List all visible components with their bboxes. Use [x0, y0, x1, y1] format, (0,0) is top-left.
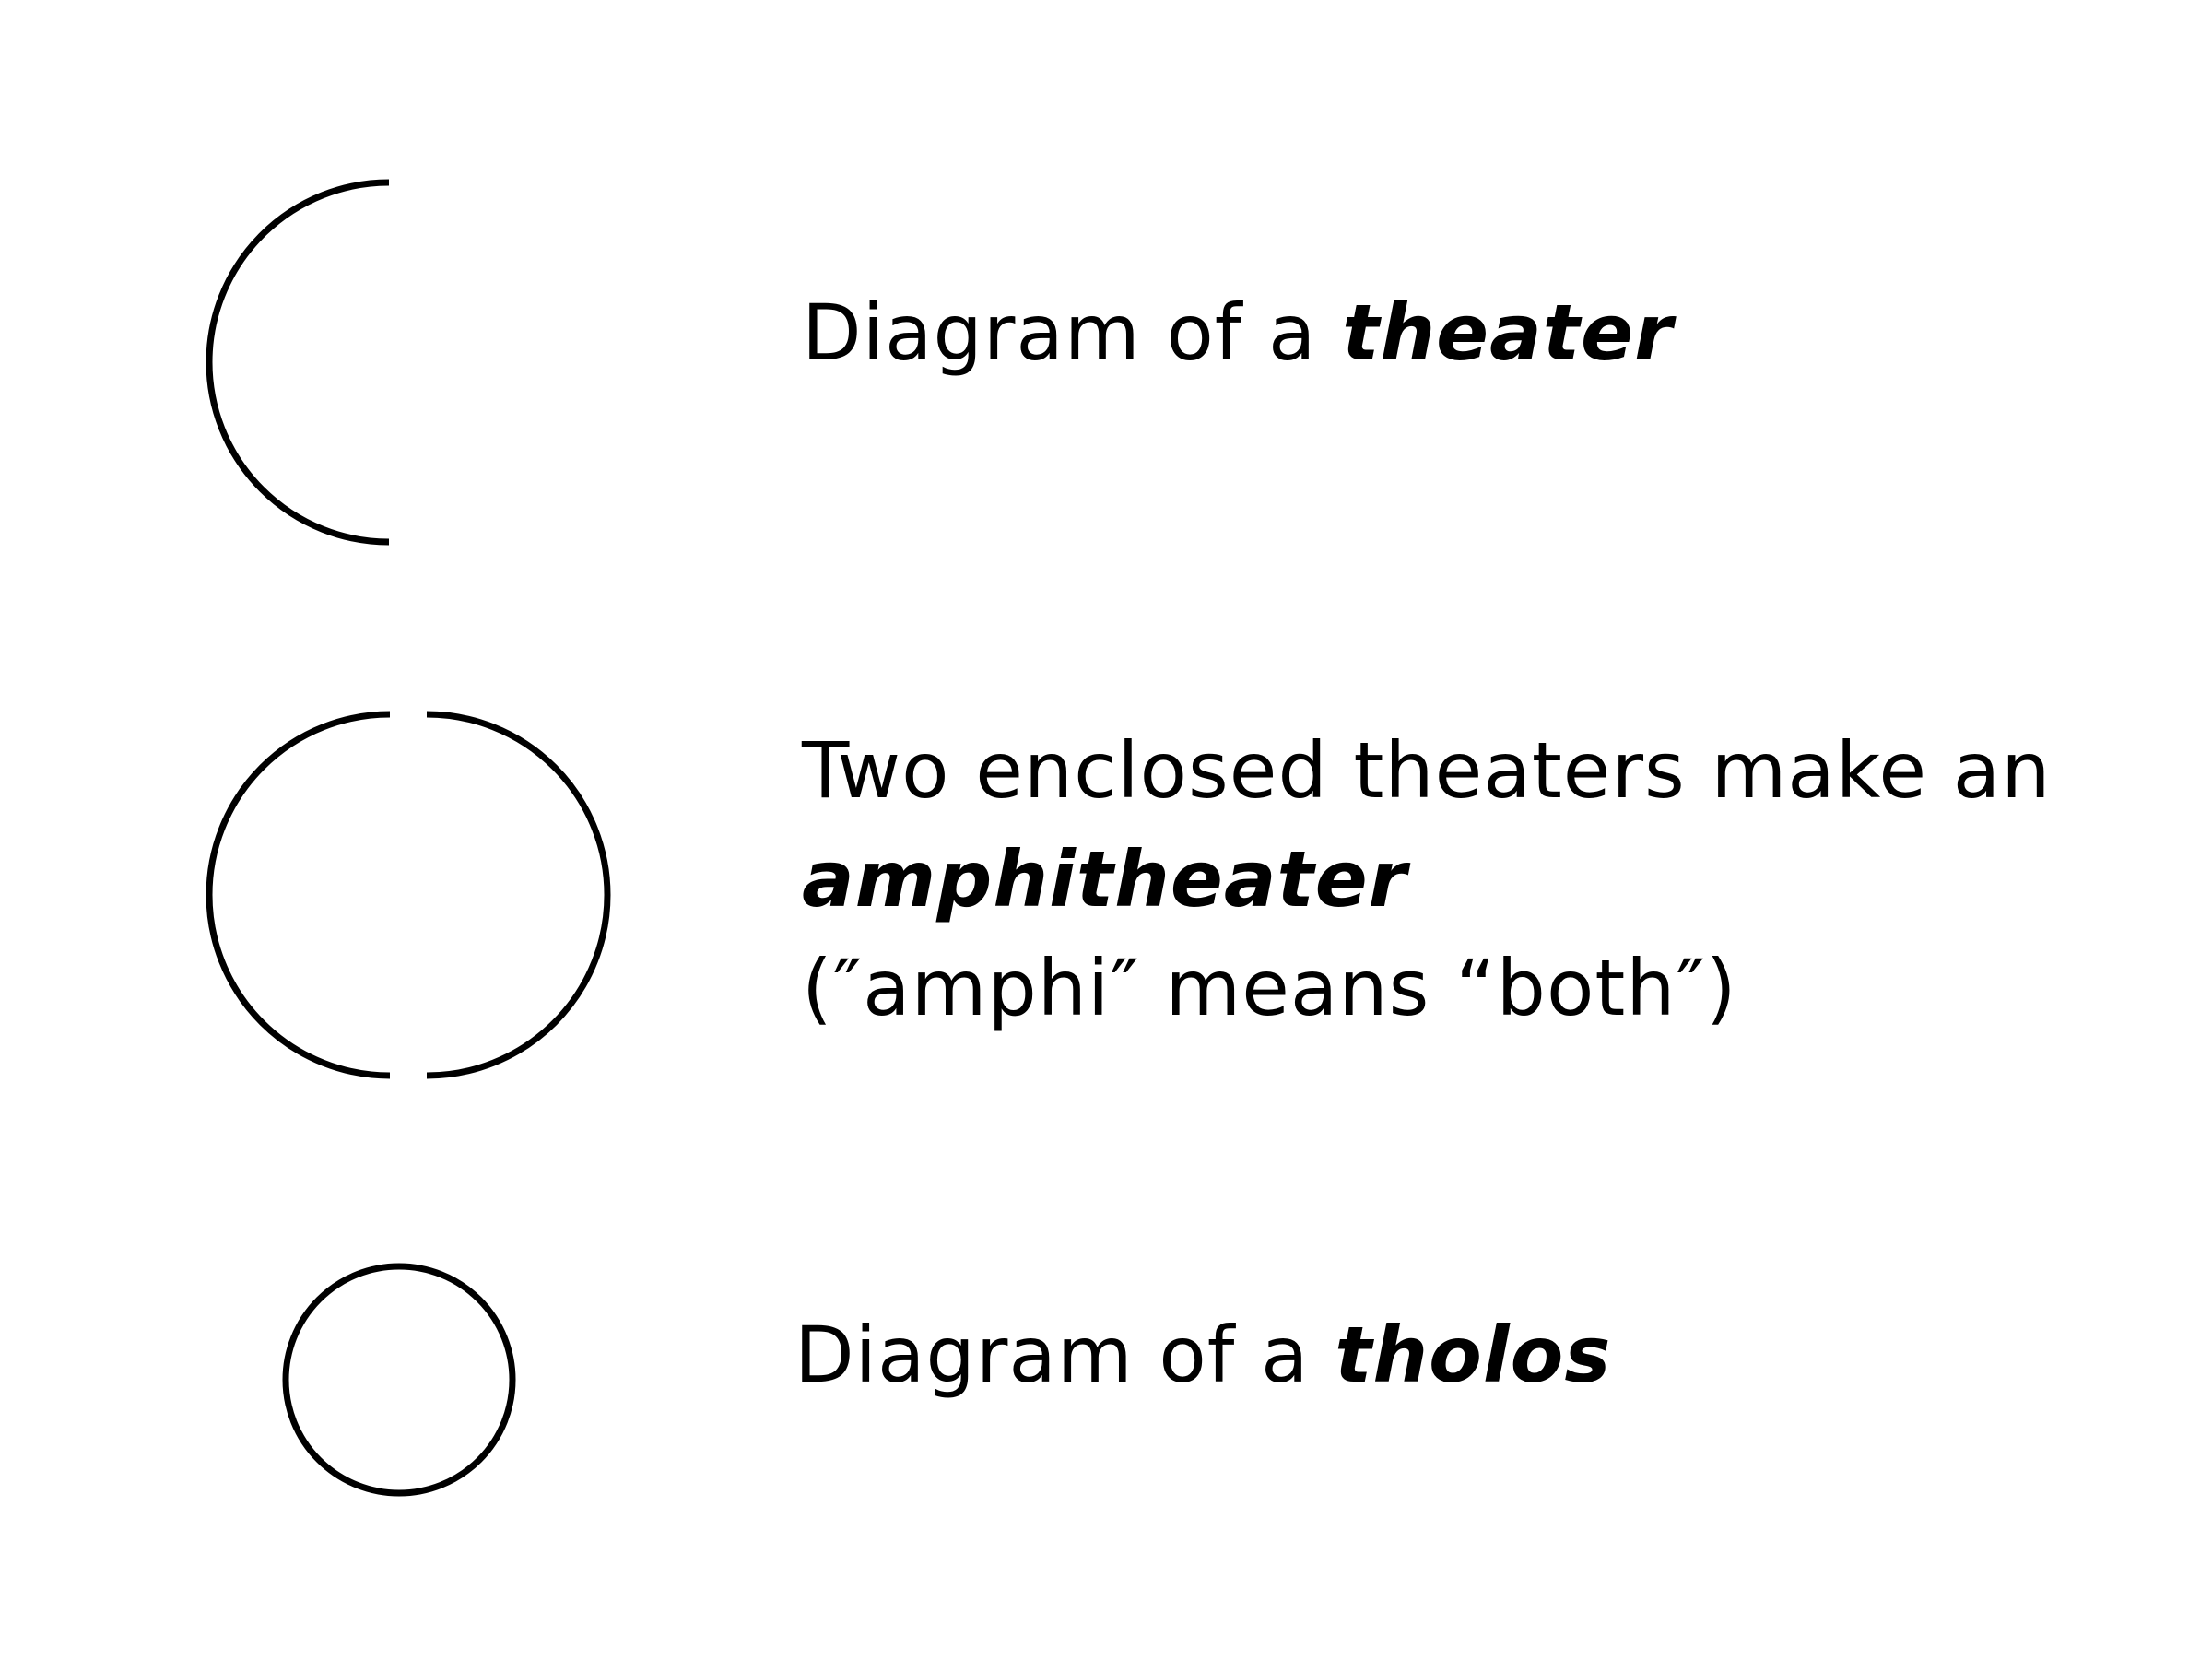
theater-caption-prefix: Diagram of a [802, 288, 1343, 378]
tholos-caption: Diagram of a tholos [794, 1300, 1611, 1409]
tholos-caption-prefix: Diagram of a [794, 1310, 1335, 1400]
tholos-term: tholos [1335, 1310, 1612, 1400]
theater-term: theater [1342, 288, 1674, 378]
theater-caption: Diagram of a theater [802, 278, 1673, 387]
tholos-circle [282, 1263, 516, 1497]
amphitheater-caption: Two enclosed theaters make an amphitheat… [802, 716, 2052, 1042]
amphitheater-right-arc [426, 711, 611, 1079]
amphitheater-caption-line-3: (″amphi″ means “both″) [802, 943, 1737, 1033]
amphitheater-caption-line-1: Two enclosed theaters make an [802, 725, 2052, 816]
amphitheater-left-arc [206, 711, 391, 1079]
theater-semicircle [206, 179, 390, 546]
amphitheater-term: amphitheater [802, 834, 1408, 924]
